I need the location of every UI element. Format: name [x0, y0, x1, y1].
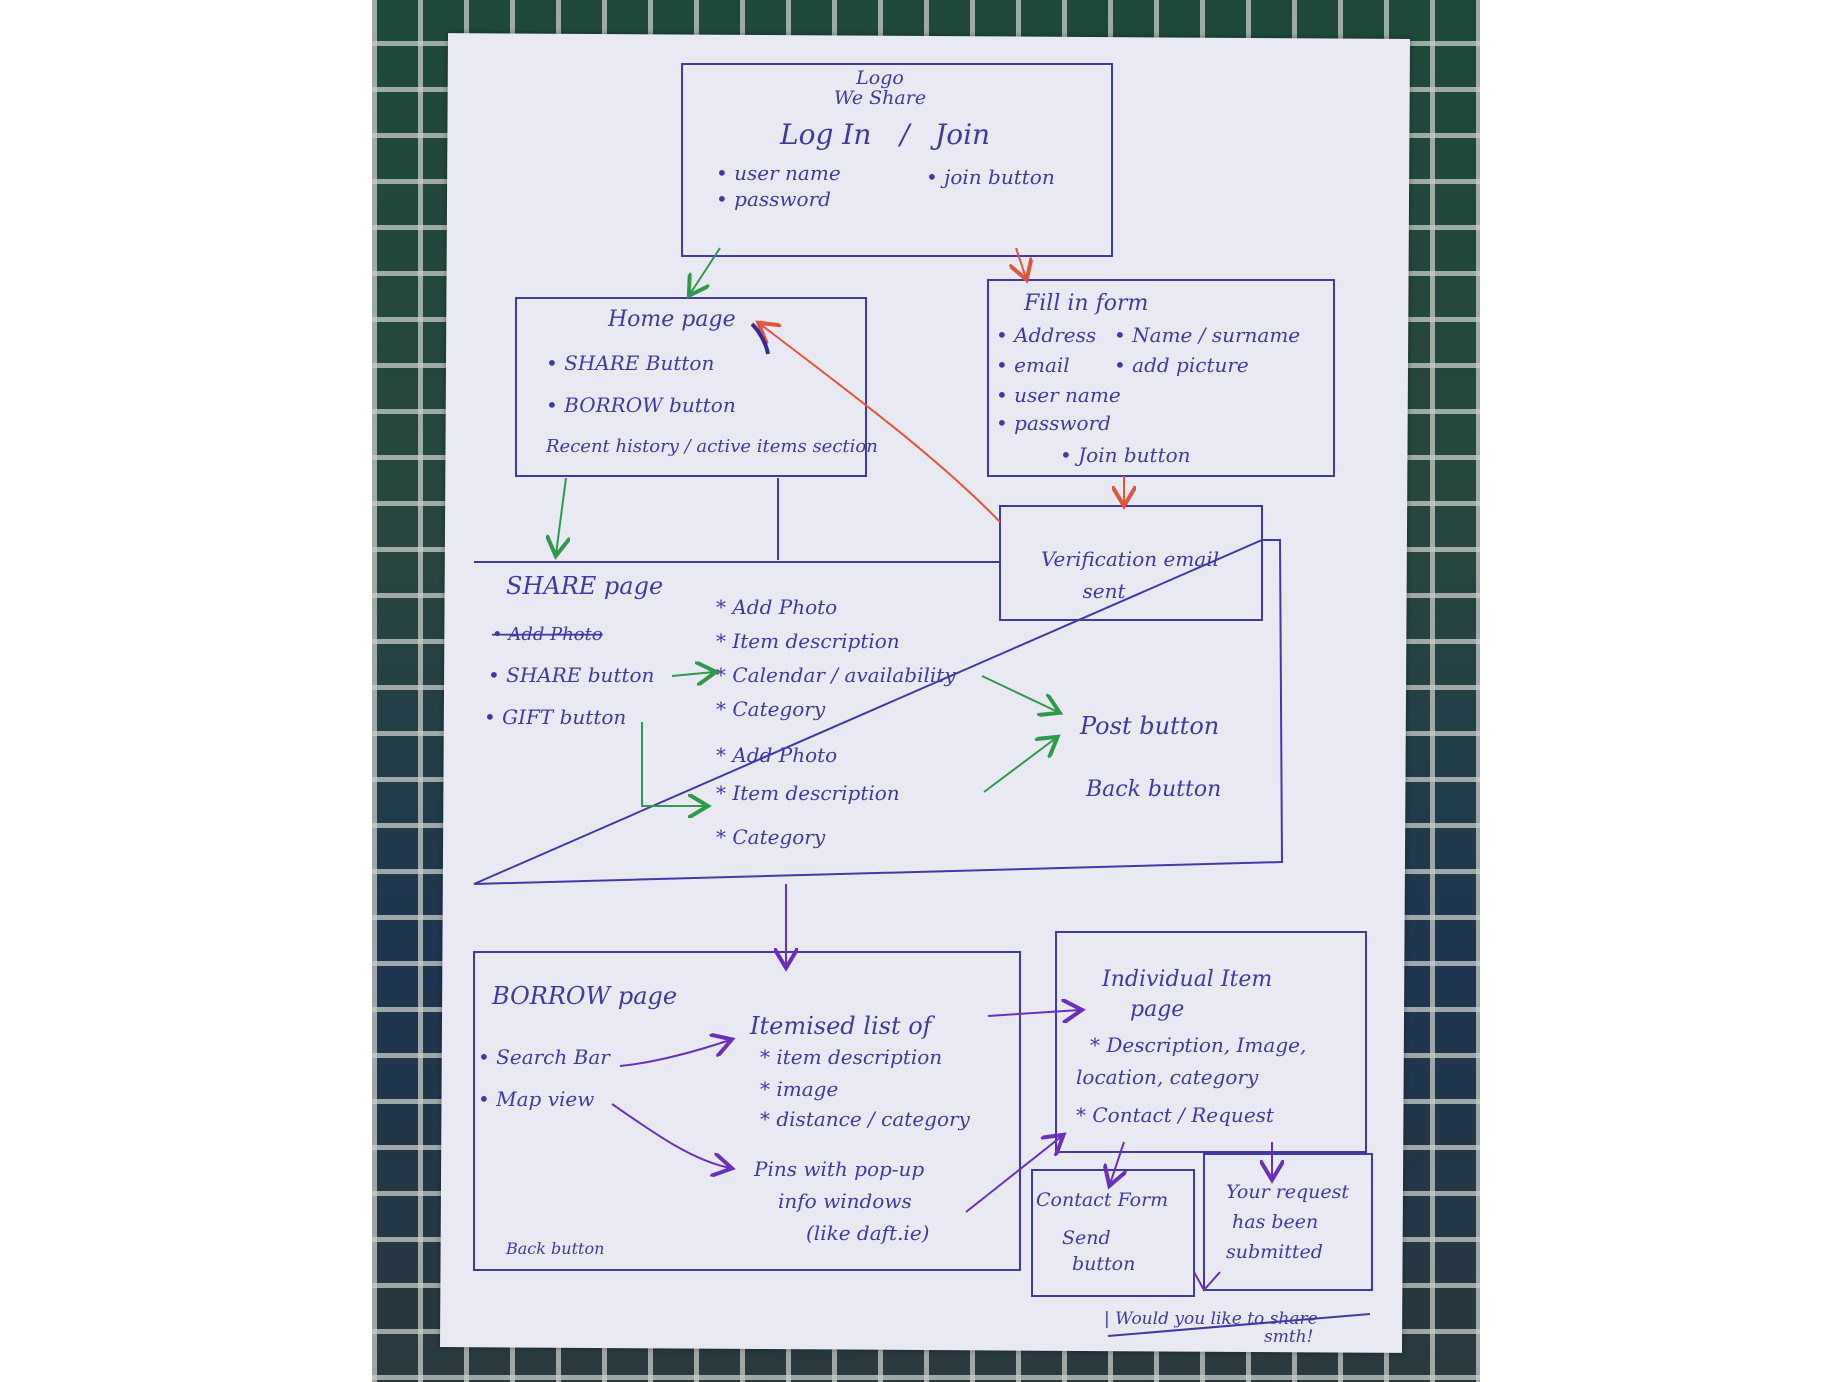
form-box — [987, 279, 1335, 477]
item-title-line-2: page — [1130, 997, 1184, 1022]
contact-form-line-1: Send — [1062, 1227, 1111, 1249]
share-share-button: • SHARE button — [488, 663, 654, 687]
borrow-box — [473, 951, 1021, 1271]
borrow-list-description: * item description — [760, 1045, 942, 1069]
arrow-contact-to-form — [1110, 1141, 1124, 1184]
request-line-1: Your request — [1226, 1181, 1349, 1203]
share-prompt-line-2: smth! — [1264, 1327, 1313, 1347]
home-borrow-button: • BORROW button — [546, 393, 736, 417]
borrow-pins-line-3: (like daft.ie) — [806, 1221, 929, 1245]
item-title-line-1: Individual Item — [1101, 967, 1272, 992]
share-field-description: * Item description — [716, 629, 900, 653]
arrow-home-to-share — [556, 477, 566, 554]
form-item-name: • Name / surname — [1114, 323, 1300, 347]
request-line-2: has been — [1232, 1211, 1318, 1233]
form-item-picture: • add picture — [1114, 353, 1249, 377]
borrow-back-button: Back button — [505, 1239, 604, 1258]
gift-field-description: * Item description — [716, 781, 900, 805]
arrow-to-share-prompt — [1193, 1271, 1221, 1292]
arrow-pins-to-item — [965, 1136, 1062, 1213]
home-share-button: • SHARE Button — [546, 351, 714, 375]
share-gift-button: • GIFT button — [484, 705, 626, 729]
item-box — [1055, 931, 1367, 1153]
arrow-gift-fields-to-post — [983, 738, 1056, 793]
arrow-search-to-list — [619, 1040, 730, 1067]
share-back-button: Back button — [1085, 777, 1221, 802]
share-field-category: * Category — [716, 697, 826, 721]
arrow-login-to-form — [1016, 247, 1026, 278]
login-field-password: • password — [716, 187, 831, 211]
item-contact-request: * Contact / Request — [1076, 1103, 1275, 1127]
contact-form-line-2: button — [1072, 1253, 1135, 1275]
share-field-calendar: * Calendar / availability — [716, 663, 956, 687]
arrow-gift-button-to-fields — [641, 722, 706, 806]
contact-form-title: Contact Form — [1036, 1189, 1168, 1211]
post-button-label: Post button — [1079, 712, 1219, 740]
request-line-3: submitted — [1226, 1241, 1323, 1263]
login-field-username: • user name — [716, 161, 841, 185]
login-box — [681, 63, 1113, 257]
share-title: SHARE page — [506, 572, 663, 600]
gift-field-category: * Category — [716, 825, 826, 849]
borrow-list-image: * image — [760, 1077, 838, 1101]
arrow-verify-to-home — [760, 324, 1001, 523]
join-heading: Join — [930, 118, 990, 151]
share-crossed-item: • Add Photo — [492, 624, 603, 645]
item-details-line-1: * Description, Image, — [1090, 1033, 1306, 1057]
borrow-pins-line-1: Pins with pop-up — [753, 1157, 924, 1181]
logo-label: Logo — [855, 67, 904, 89]
home-title: Home page — [607, 307, 736, 332]
share-field-photo: * Add Photo — [716, 595, 837, 619]
scribble-mark — [750, 322, 770, 355]
form-item-username: • user name — [996, 383, 1121, 407]
arrow-login-to-home — [690, 247, 721, 294]
login-slash: / — [897, 118, 912, 151]
verify-line-2: sent — [1082, 579, 1126, 603]
borrow-title: BORROW page — [491, 982, 677, 1010]
home-recent-section: Recent history / active items section — [545, 436, 878, 457]
share-prompt-line-1: | Would you like to share — [1104, 1309, 1318, 1329]
share-prompt-underline — [1107, 1313, 1371, 1337]
gift-field-photo: * Add Photo — [716, 743, 837, 767]
arrow-share-fields-to-post — [981, 675, 1058, 712]
borrow-list-title: Itemised list of — [749, 1012, 936, 1040]
login-heading: Log In — [779, 118, 871, 151]
arrow-list-to-item — [987, 1010, 1080, 1016]
form-join-button: • Join button — [1060, 443, 1191, 467]
borrow-pins-line-2: info windows — [778, 1189, 912, 1213]
form-item-email: • email — [996, 353, 1070, 377]
form-item-address: • Address — [996, 323, 1096, 347]
form-item-password: • password — [996, 411, 1111, 435]
verify-line-1: Verification email — [1041, 547, 1219, 571]
arrow-map-to-pins — [611, 1103, 730, 1168]
borrow-map-view: • Map view — [478, 1087, 594, 1111]
item-details-line-2: location, category — [1076, 1065, 1259, 1089]
arrow-share-button-to-fields — [671, 672, 714, 676]
borrow-search-bar: • Search Bar — [478, 1045, 611, 1069]
borrow-list-distance: * distance / category — [760, 1107, 971, 1131]
login-join-button: • join button — [926, 165, 1055, 189]
form-title: Fill in form — [1023, 291, 1148, 316]
request-box — [1203, 1153, 1373, 1291]
app-name: We Share — [834, 87, 926, 109]
share-box — [473, 539, 1284, 885]
